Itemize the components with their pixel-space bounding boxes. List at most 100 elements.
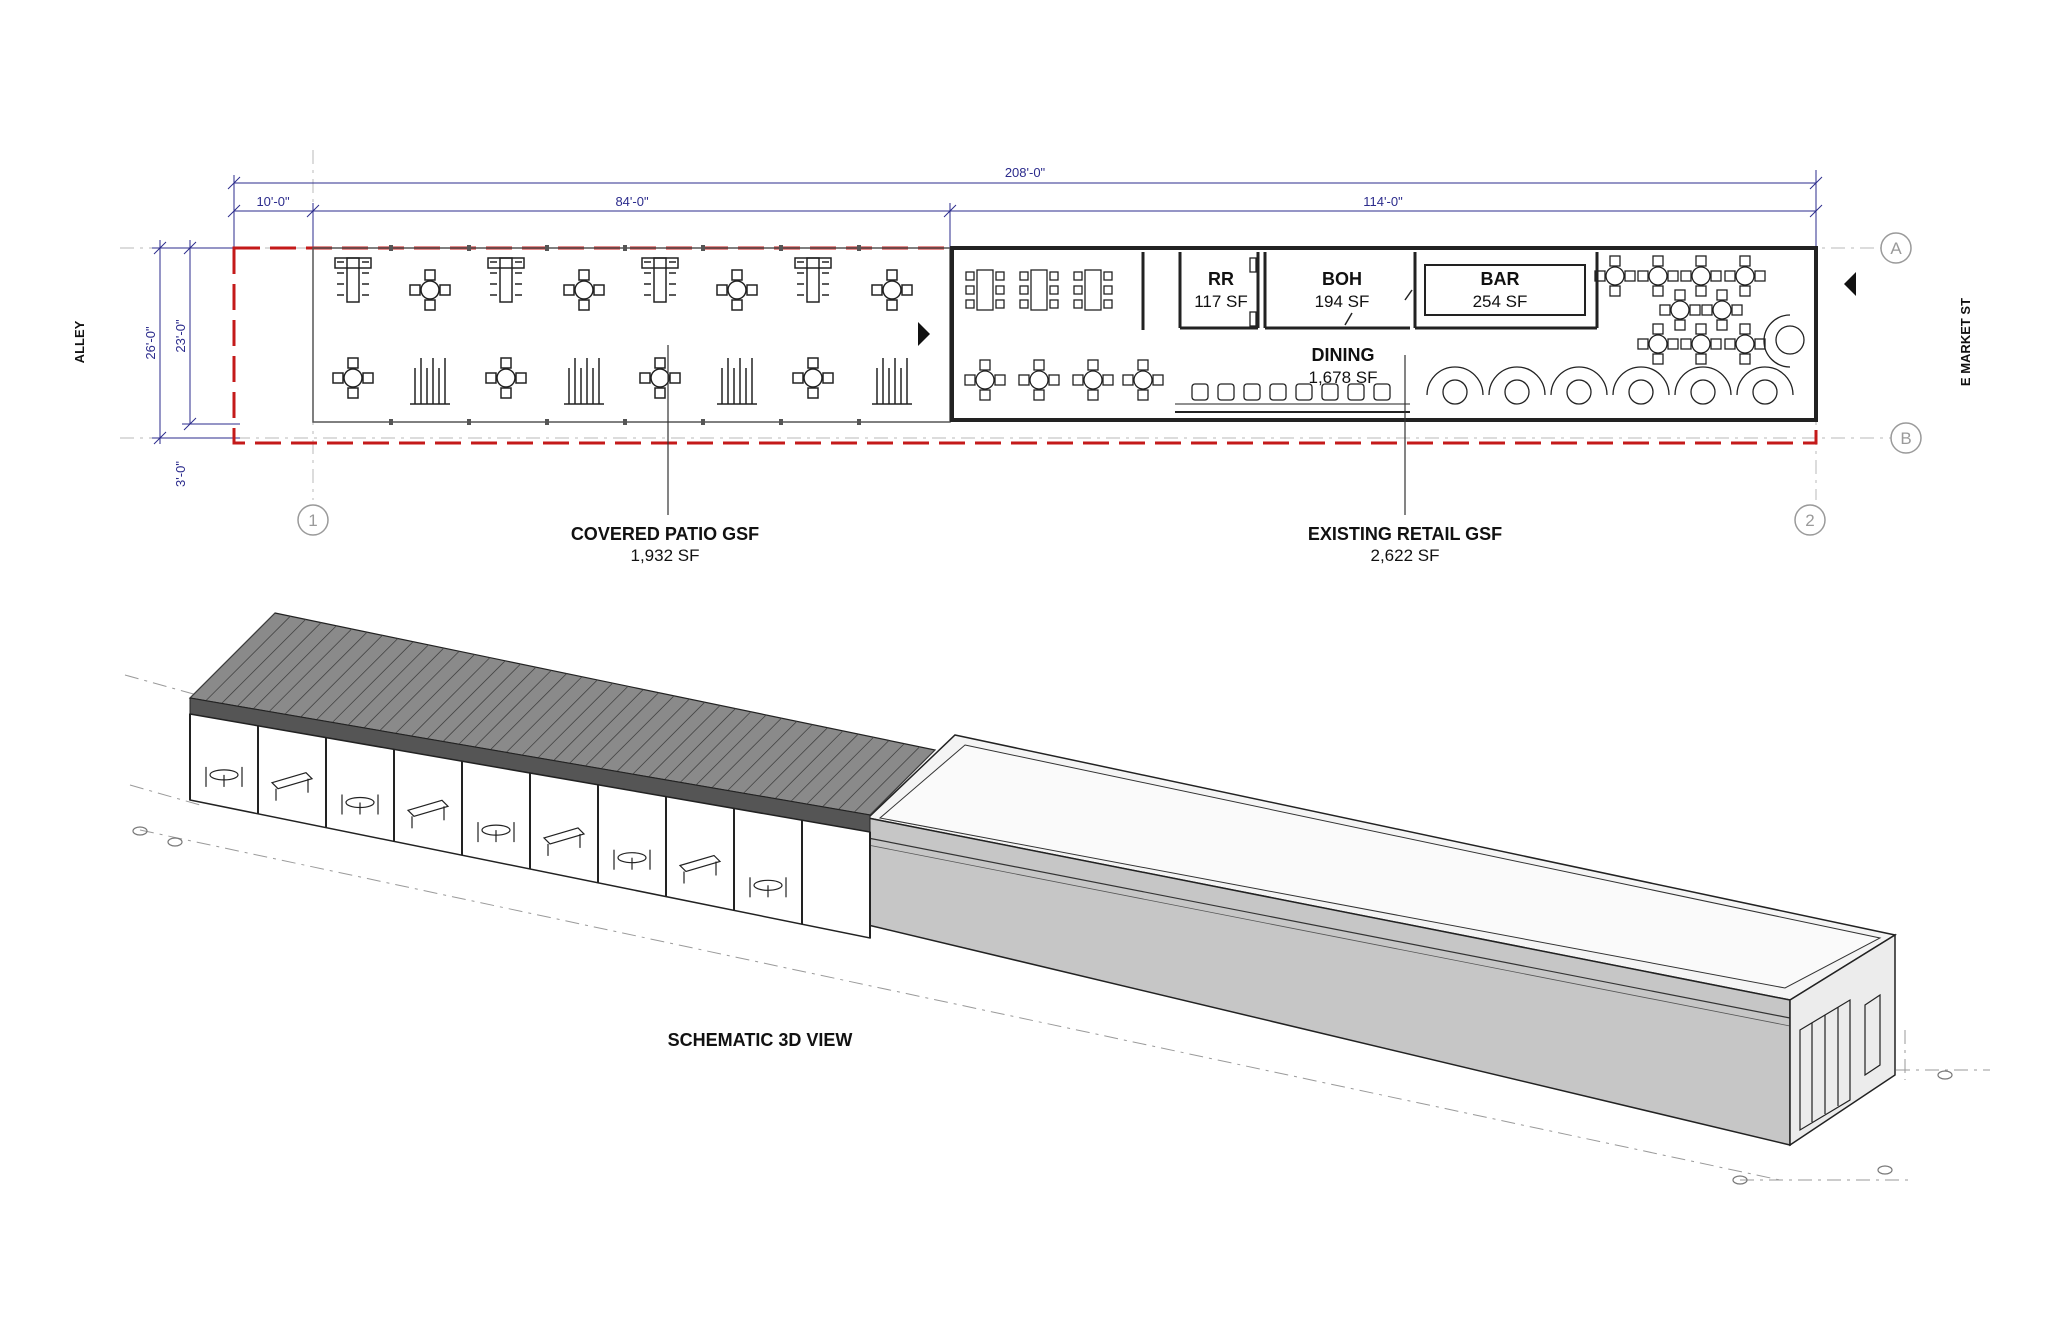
callout-title: EXISTING RETAIL GSF	[1308, 524, 1502, 544]
dim-height-inner: 23'-0"	[173, 319, 188, 353]
round-table-set	[1680, 255, 1722, 297]
patio-outline	[312, 247, 951, 423]
long-table-set	[794, 257, 832, 303]
round-table-set	[485, 357, 527, 399]
grid-lines	[120, 150, 1895, 500]
booth-seat	[1736, 366, 1794, 405]
stool-icon	[1373, 383, 1391, 401]
toilet-icon	[1249, 257, 1257, 273]
bench-table-set	[564, 358, 604, 405]
stool-icon	[1295, 383, 1313, 401]
callout-existing-retail: EXISTING RETAIL GSF 2,622 SF	[1308, 524, 1502, 565]
booth-seat	[1488, 366, 1546, 405]
bench-table-set	[717, 358, 757, 405]
round-table-3d	[477, 822, 515, 843]
long-table-3d	[678, 854, 722, 884]
property-line	[232, 246, 1818, 445]
svg-text:A: A	[1890, 239, 1902, 258]
building-walls	[950, 246, 1818, 422]
booth-seat	[1550, 366, 1608, 405]
callout-leaders	[667, 345, 1406, 515]
dim-overall: 208'-0"	[1005, 165, 1046, 180]
round-table-set	[1659, 289, 1701, 331]
grid-bubble-a: A	[1880, 232, 1912, 264]
dimension-lines	[152, 170, 1823, 445]
patio-posts	[389, 245, 861, 425]
host-stand	[1763, 314, 1791, 368]
room-area: 1,678 SF	[1309, 368, 1378, 387]
round-table-set	[871, 269, 913, 311]
street-label-alley: ALLEY	[72, 320, 87, 363]
stool-icon	[1269, 383, 1287, 401]
long-table-3d	[270, 772, 314, 801]
room-dining: DINING 1,678 SF	[1309, 345, 1378, 387]
round-table-set	[1122, 359, 1164, 401]
3d-patio-columns	[189, 714, 871, 938]
room-name: BOH	[1322, 269, 1362, 289]
room-area: 194 SF	[1315, 292, 1370, 311]
dim-retail: 114'-0"	[1363, 194, 1403, 209]
room-name: DINING	[1312, 345, 1375, 365]
3d-patio	[188, 612, 937, 939]
round-table-set	[716, 269, 758, 311]
dim-height-setback: 3'-0"	[173, 461, 188, 487]
long-table-set	[334, 257, 372, 303]
booth-seat	[1426, 366, 1484, 405]
3d-roof-louvers	[189, 612, 936, 816]
svg-text:1: 1	[308, 511, 317, 530]
round-table-set	[1594, 255, 1636, 297]
room-name: BAR	[1481, 269, 1520, 289]
callout-covered-patio: COVERED PATIO GSF 1,932 SF	[571, 524, 759, 565]
svg-text:2: 2	[1805, 511, 1814, 530]
bench-table-set	[872, 358, 912, 405]
long-table-3d	[542, 827, 586, 856]
room-boh: BOH 194 SF	[1315, 269, 1370, 311]
callout-area: 1,932 SF	[631, 546, 700, 565]
dining-table-set	[1073, 269, 1113, 311]
stool-icon	[1321, 383, 1339, 401]
dim-alley: 10'-0"	[256, 194, 290, 209]
round-table-set	[1724, 323, 1766, 365]
callout-area: 2,622 SF	[1371, 546, 1440, 565]
round-table-3d	[205, 766, 243, 787]
dim-height-total: 26'-0"	[143, 326, 158, 360]
grid-bubble-b: B	[1890, 422, 1922, 454]
entry-arrow-icon	[1844, 272, 1856, 296]
interior-furniture	[964, 255, 1805, 405]
host-stand-inner	[1775, 325, 1805, 355]
svg-text:B: B	[1900, 429, 1911, 448]
3d-storefront	[1799, 993, 1881, 1132]
round-table-set	[563, 269, 605, 311]
long-table-set	[487, 257, 525, 303]
round-table-3d	[613, 849, 651, 870]
long-table-set	[641, 257, 679, 303]
bench-table-set	[410, 358, 450, 405]
round-table-set	[792, 357, 834, 399]
stool-icon	[1217, 383, 1235, 401]
round-table-set	[1724, 255, 1766, 297]
3d-patio-furniture	[205, 766, 787, 898]
grid-bubble-1: 1	[297, 504, 329, 536]
room-name: RR	[1208, 269, 1234, 289]
caption-3d-view: SCHEMATIC 3D VIEW	[668, 1030, 853, 1050]
round-table-set	[1680, 323, 1722, 365]
room-bar: BAR 254 SF	[1473, 269, 1528, 311]
toilet-icon	[1249, 311, 1257, 327]
floor-plan: A B 1 2	[72, 150, 1973, 565]
dining-table-set	[1019, 269, 1059, 311]
schematic-3d-view: SCHEMATIC 3D VIEW	[124, 612, 1990, 1185]
grid-bubble-2: 2	[1794, 504, 1826, 536]
booth-seat	[1674, 366, 1732, 405]
callout-title: COVERED PATIO GSF	[571, 524, 759, 544]
street-label-market: E MARKET ST	[1958, 298, 1973, 386]
patio-furniture	[332, 257, 913, 405]
room-rr: RR 117 SF	[1194, 269, 1248, 311]
round-table-set	[1701, 289, 1743, 331]
stool-icon	[1243, 383, 1261, 401]
dim-patio: 84'-0"	[615, 194, 649, 209]
3d-building-end	[1789, 933, 1896, 1147]
entry-arrow-icon	[918, 322, 930, 346]
3d-grid-markers	[132, 826, 1953, 1185]
round-table-set	[1018, 359, 1060, 401]
round-table-set	[1637, 255, 1679, 297]
